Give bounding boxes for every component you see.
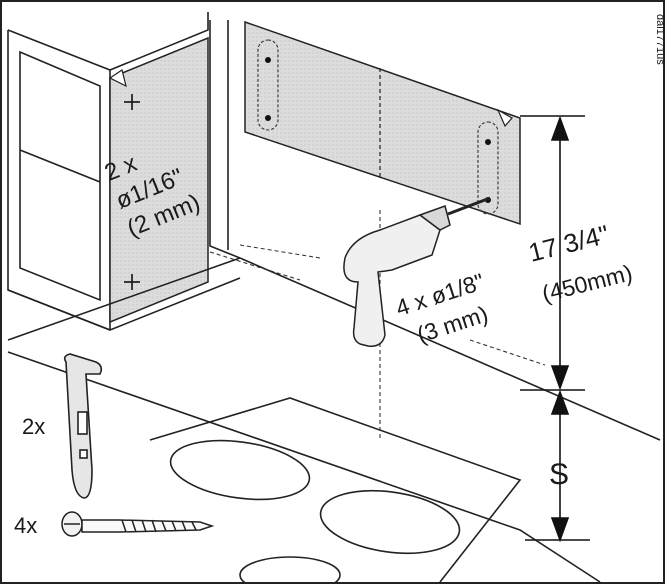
- countertop: [7, 257, 661, 584]
- wall-template: [244, 20, 521, 226]
- doc-code: dal1771us: [654, 14, 665, 65]
- screw-icon: [61, 511, 215, 537]
- hole-marker-icon: [124, 94, 140, 290]
- height-dimension: [520, 115, 590, 543]
- s-label: S: [549, 458, 569, 491]
- wall-bracket-icon: [63, 353, 103, 499]
- drill-icon: [343, 196, 491, 348]
- screw-count: 4x: [14, 513, 37, 538]
- bracket-count: 2x: [22, 414, 45, 439]
- side-template: [108, 36, 209, 324]
